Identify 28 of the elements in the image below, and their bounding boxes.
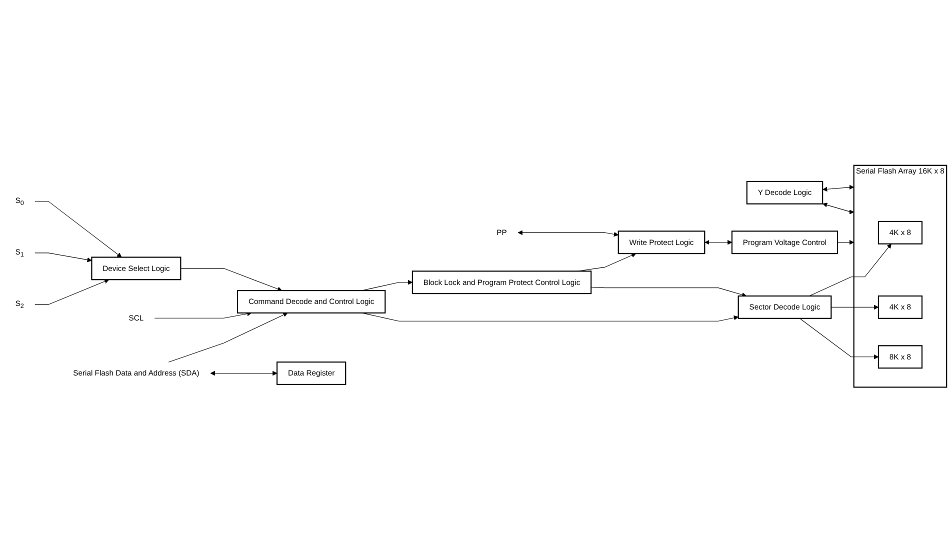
arrow	[210, 371, 278, 376]
arrow	[518, 230, 619, 237]
arrow	[799, 318, 879, 360]
cluster	[853, 165, 948, 388]
node-box	[738, 296, 832, 320]
arrow	[168, 312, 288, 363]
arrow	[704, 240, 732, 245]
arrow	[154, 312, 252, 319]
node-box	[878, 345, 923, 369]
arrow	[34, 201, 122, 258]
arrow	[837, 240, 854, 245]
arrow	[822, 185, 854, 192]
arrow	[590, 287, 747, 298]
arrow	[180, 268, 282, 292]
node-box	[91, 256, 182, 280]
node-box	[746, 181, 824, 205]
arrow	[34, 279, 110, 305]
arrow	[34, 252, 92, 262]
arrow	[809, 244, 892, 296]
node-box	[412, 270, 592, 294]
node-box	[618, 230, 706, 254]
node-box	[276, 362, 346, 386]
node-box	[236, 290, 386, 314]
node-box	[878, 296, 923, 320]
node-box	[731, 230, 838, 254]
arrow	[822, 202, 854, 215]
arrow	[830, 305, 879, 310]
node-box	[878, 221, 923, 245]
